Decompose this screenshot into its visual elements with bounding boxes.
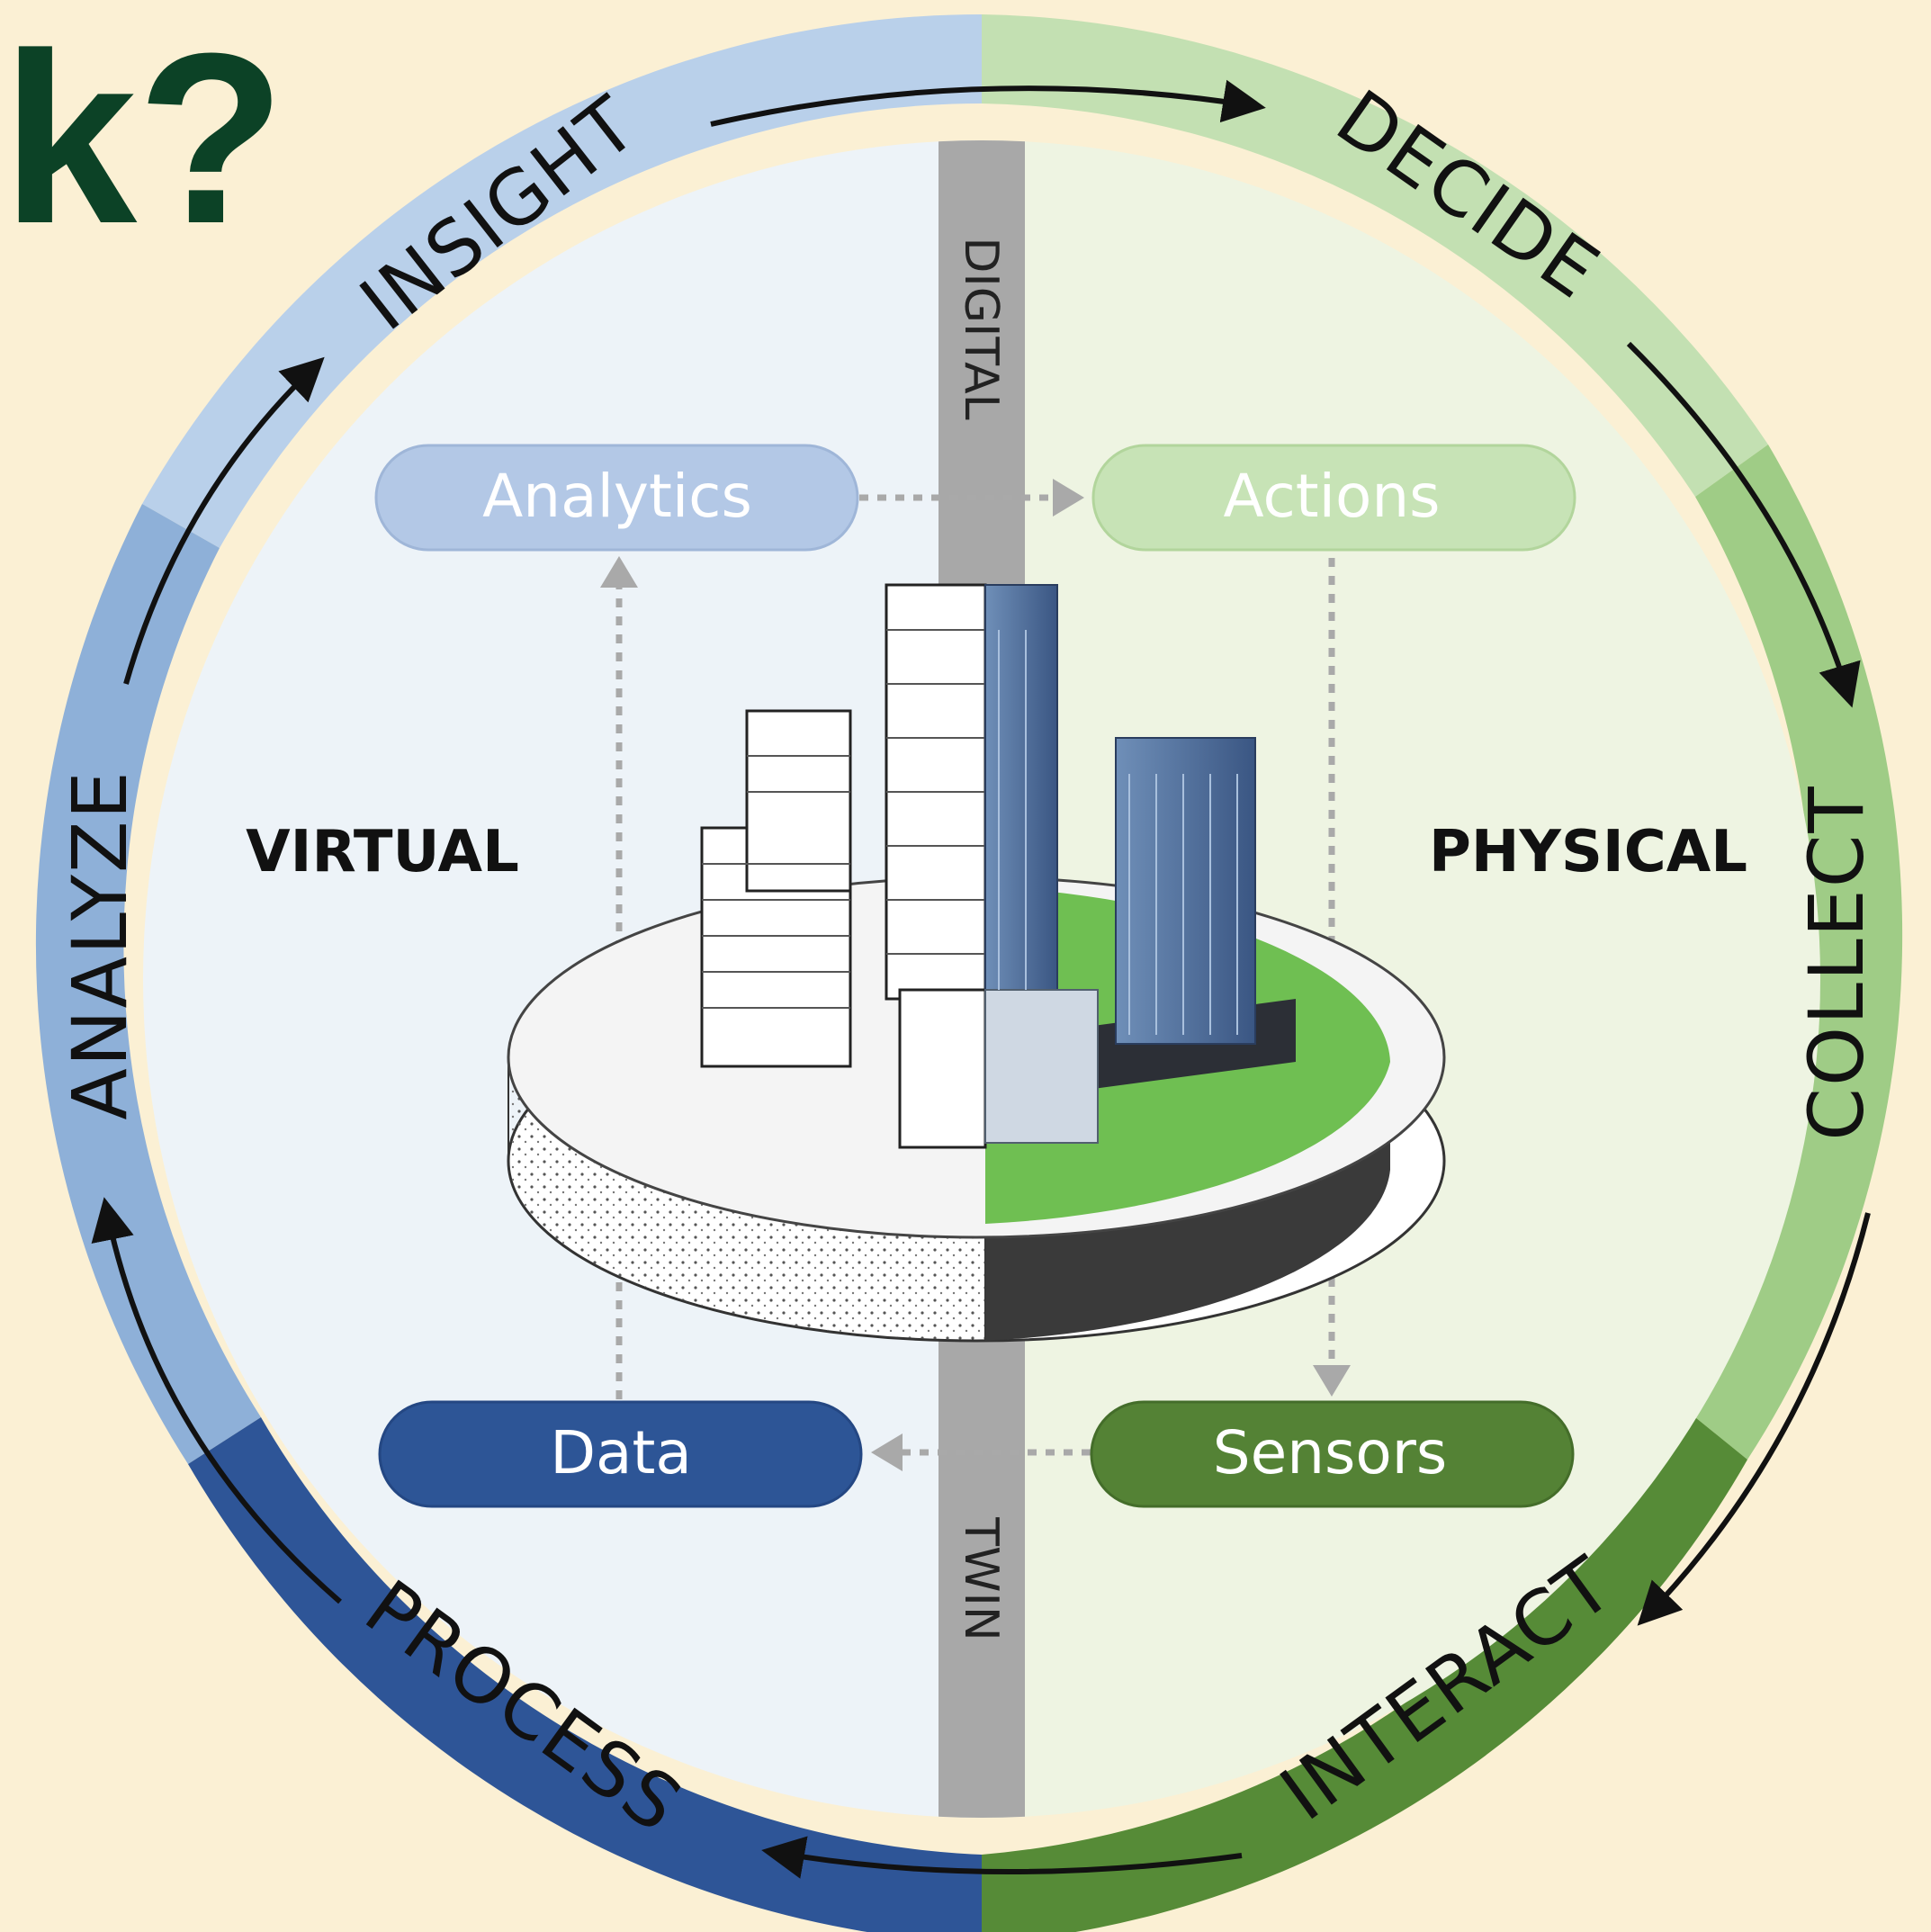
side-label-virtual: VIRTUAL	[246, 819, 519, 885]
arrow-insight-to-decide	[710, 79, 1266, 127]
ring-segment-insight	[142, 13, 982, 548]
ring-segment-process	[188, 1417, 982, 1932]
sensors-node-label: Sensors	[1213, 1418, 1448, 1487]
divider-label-twin: TWIN	[954, 1516, 1008, 1640]
data-node	[378, 1400, 863, 1508]
side-label-physical: PHYSICAL	[1429, 819, 1747, 885]
ring-label-analyze: ANALYZE	[56, 769, 144, 1119]
divider-label-digital: DIGITAL	[954, 237, 1008, 419]
arrow-analyze-to-insight	[123, 356, 325, 685]
arrow-collect-to-interact	[1637, 1212, 1871, 1626]
arrow-interact-to-process	[761, 1836, 1243, 1879]
analytics-node	[374, 444, 859, 552]
analytics-node-label: Analytics	[482, 462, 752, 531]
data-node-label: Data	[550, 1418, 692, 1487]
page-heading: k?	[2, 4, 286, 274]
actions-node	[1091, 444, 1576, 552]
cycle-arrows	[91, 79, 1871, 1879]
city-illustration	[507, 583, 1446, 1343]
arrow-decide-to-collect	[1626, 341, 1861, 708]
sensors-node	[1090, 1400, 1575, 1508]
actions-node-label: Actions	[1223, 462, 1440, 531]
ring-segment-decide	[982, 14, 1768, 497]
arrow-process-to-analyze	[91, 1197, 342, 1604]
ring-label-collect: COLLECT	[1792, 785, 1881, 1140]
